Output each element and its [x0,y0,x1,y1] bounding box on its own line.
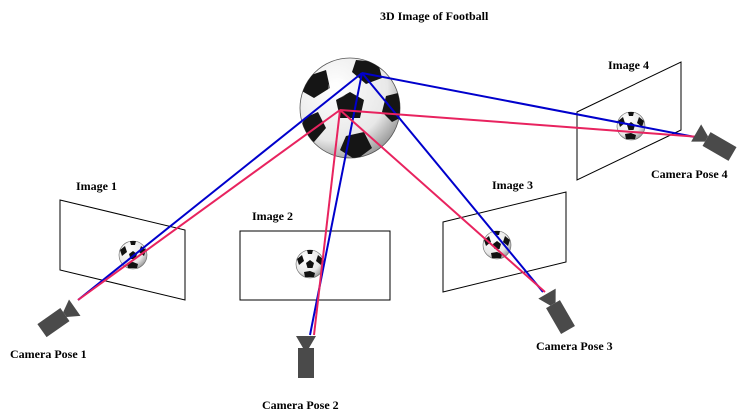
red-ray-camera-1 [77,109,341,301]
image-4-label: Image 4 [608,58,649,72]
camera-pose-2-label: Camera Pose 2 [262,398,339,412]
camera-3-icon [538,288,575,335]
image-2-label: Image 2 [252,209,293,223]
red-ray-camera-3 [339,109,546,293]
blue-ray-camera-3 [361,72,544,293]
blue-ray-camera-1 [77,72,363,301]
image-3-label: Image 3 [492,178,533,192]
blue-ray-camera-4 [361,72,701,139]
diagram-title: 3D Image of Football [380,9,489,23]
red-rays [77,109,701,336]
camera-2-icon [296,336,316,378]
camera-pose-4-label: Camera Pose 4 [651,167,728,181]
blue-rays [77,72,701,336]
camera-4-icon [691,124,737,161]
football-image-2-icon [295,249,325,279]
red-ray-camera-2 [313,109,341,336]
camera-1-icon [37,299,81,338]
camera-pose-3-label: Camera Pose 3 [536,339,613,353]
image-1-label: Image 1 [76,179,117,193]
camera-pose-1-label: Camera Pose 1 [10,347,87,361]
football-3d-icon [299,57,401,159]
red-ray-camera-4 [339,109,701,138]
